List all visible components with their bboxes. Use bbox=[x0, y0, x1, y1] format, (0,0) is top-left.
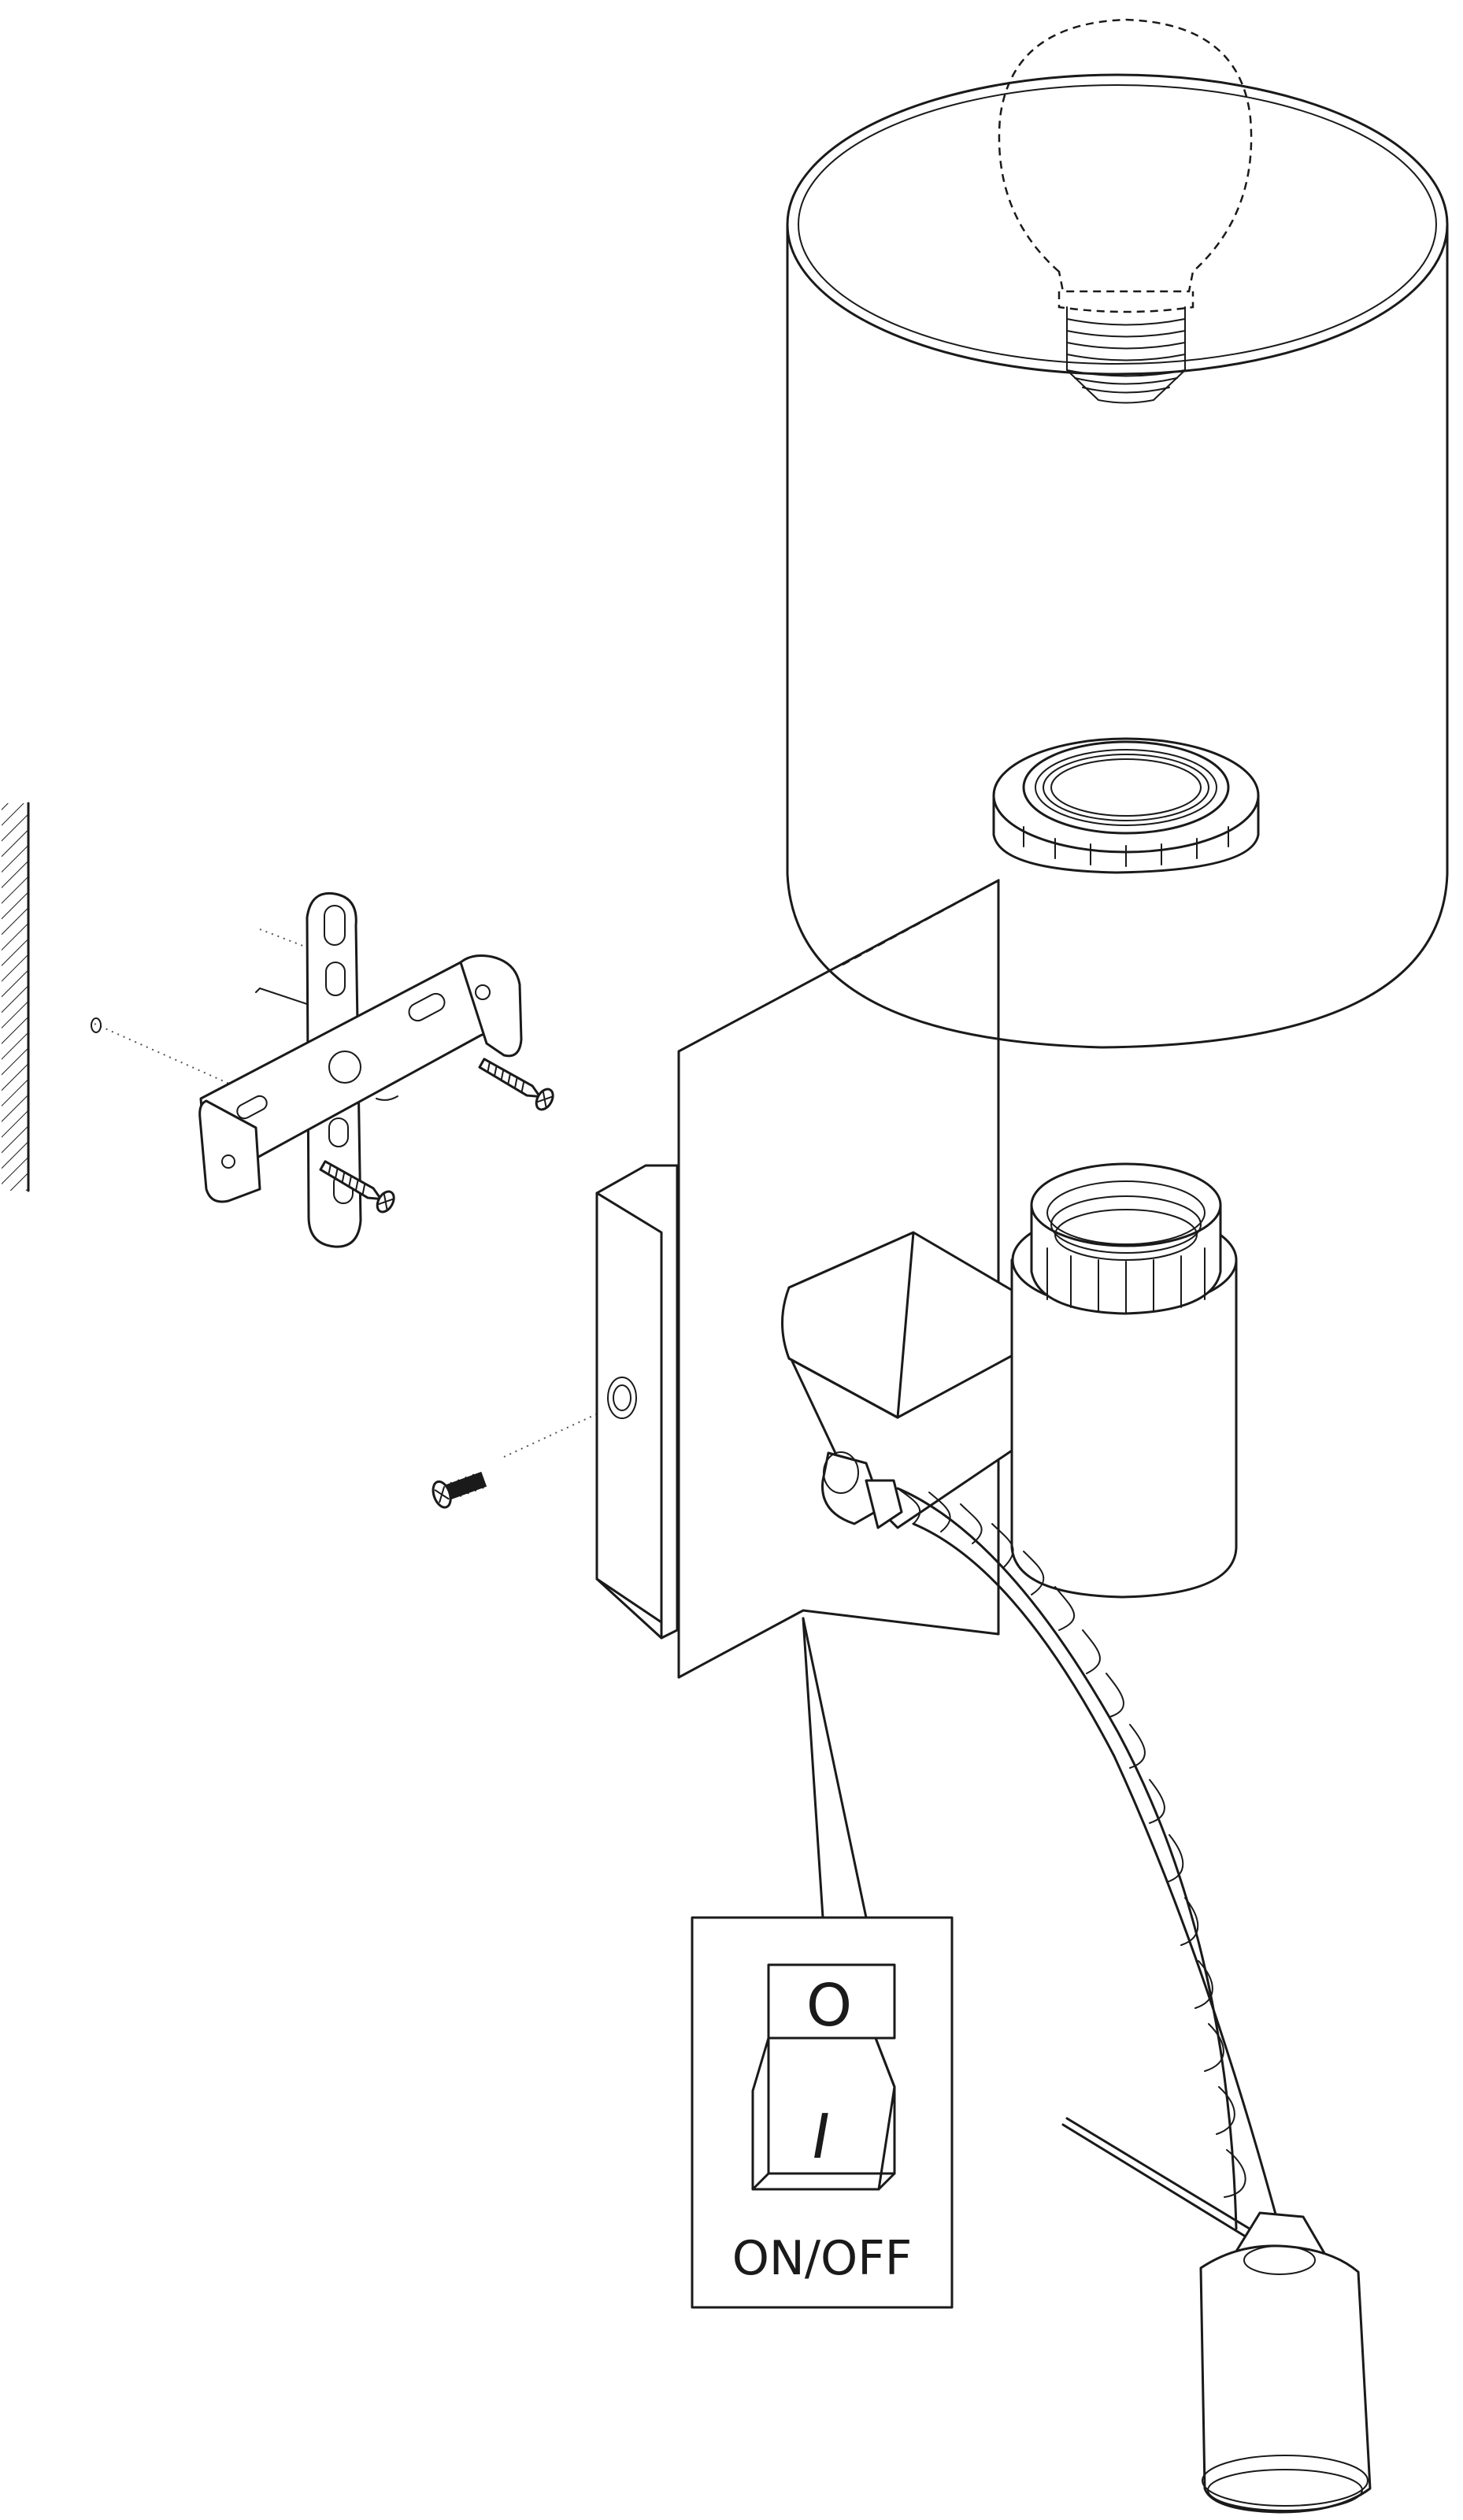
switch-label: ON/OFF bbox=[732, 2231, 913, 2286]
reading-lamp-head bbox=[1061, 2117, 1372, 2514]
switch-detail-box: O I ON/OFF bbox=[691, 1916, 954, 2309]
wood-screw bbox=[319, 1058, 607, 1509]
light-bulb bbox=[998, 18, 1253, 404]
lamp-socket bbox=[781, 1162, 1238, 1599]
wall-hatch bbox=[2, 802, 30, 1192]
switch-off-face[interactable] bbox=[767, 1963, 896, 2040]
cylindrical-lampshade bbox=[786, 73, 1449, 1049]
switch-off-symbol: O bbox=[806, 1972, 852, 2040]
shade-ring bbox=[992, 737, 1260, 874]
mounting-bracket bbox=[91, 891, 523, 1248]
callout-leader bbox=[802, 1617, 868, 1919]
flexible-arm bbox=[821, 1451, 1281, 2230]
